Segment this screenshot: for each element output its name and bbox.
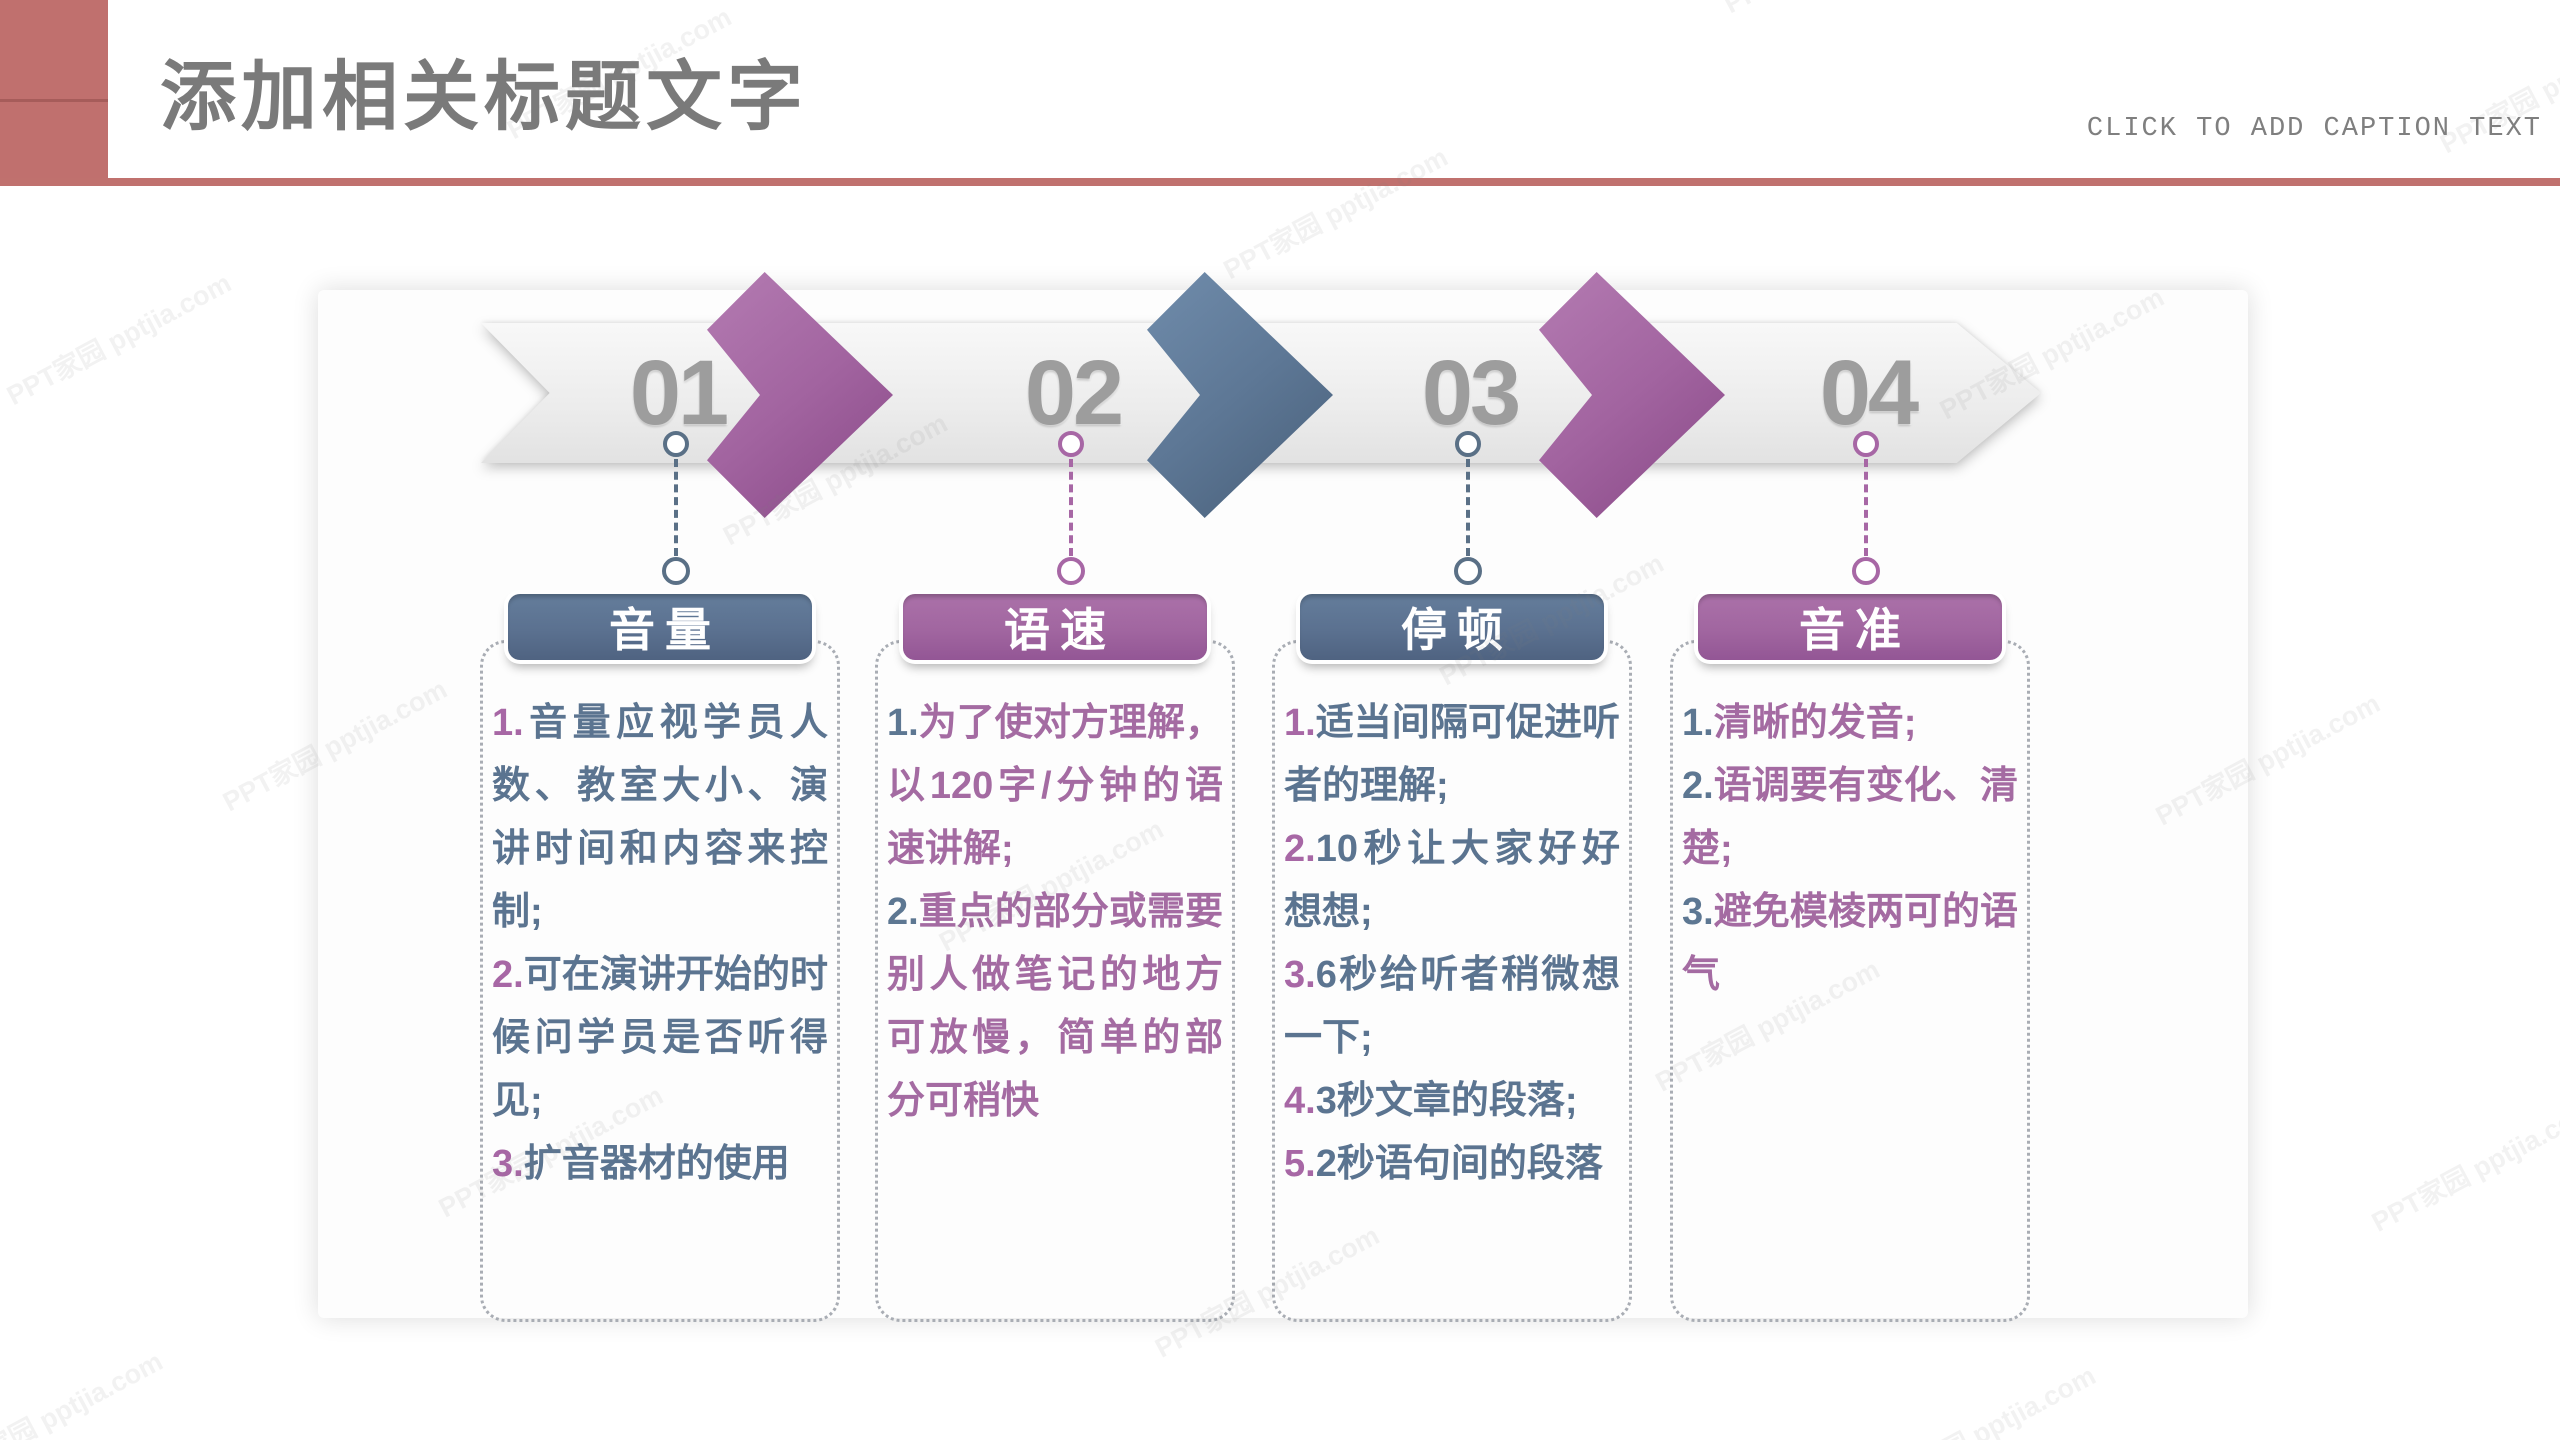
connector-dot-small [1455,431,1481,457]
connector-line [1466,459,1470,556]
card-body: 1.音量应视学员人数、教室大小、演讲时间和内容来控制; 2.可在演讲开始的时候问… [492,692,828,1196]
list-item-number: 4. [1284,1080,1316,1122]
list-item-number: 2. [887,891,919,933]
list-item-text: 语调要有变化、清楚; [1682,765,2018,870]
list-item-text: 清晰的发音; [1713,702,1917,744]
list-item-number: 3. [1682,891,1714,933]
list-item-text: 重点的部分或需要别人做笔记的地方可放慢，简单的部分可稍快 [887,891,1223,1122]
step-number-1: 01 [629,341,729,444]
card-body: 1.适当间隔可促进听者的理解; 2.10秒让大家好好想想; 3.6秒给听者稍微想… [1284,692,1620,1196]
connector-line [1069,459,1073,556]
list-item-number: 1. [1682,702,1714,744]
list-item-number: 2. [1284,828,1316,870]
card-header: 语速 [903,594,1207,660]
card-pitch: 音准 1.清晰的发音; 2.语调要有变化、清楚; 3.避免模棱两可的语气 [1670,594,2030,1324]
connector-dot-small [1853,431,1879,457]
card-pause: 停顿 1.适当间隔可促进听者的理解; 2.10秒让大家好好想想; 3.6秒给听者… [1272,594,1632,1324]
connector-dot-large [662,557,690,585]
list-item-number: 2. [492,954,524,996]
list-item: 1.音量应视学员人数、教室大小、演讲时间和内容来控制; [492,692,828,944]
list-item: 3.6秒给听者稍微想一下; [1284,944,1620,1070]
list-item: 2.重点的部分或需要别人做笔记的地方可放慢，简单的部分可稍快 [887,881,1223,1133]
list-item: 1.适当间隔可促进听者的理解; [1284,692,1620,818]
card-speed: 语速 1.为了使对方理解，以120字/分钟的语速讲解; 2.重点的部分或需要别人… [875,594,1235,1324]
list-item-number: 1. [1284,702,1316,744]
list-item-text: 为了使对方理解，以120字/分钟的语速讲解; [887,702,1223,870]
list-item-number: 3. [1284,954,1316,996]
card-header: 停顿 [1300,594,1604,660]
list-item-number: 1. [492,702,524,744]
watermark-text: PPT家园 pptjia.com [1,267,236,411]
list-item: 4.3秒文章的段落; [1284,1070,1620,1133]
list-item-text: 适当间隔可促进听者的理解; [1284,702,1620,807]
card-body: 1.清晰的发音; 2.语调要有变化、清楚; 3.避免模棱两可的语气 [1682,692,2018,1007]
connector-dot-large [1852,557,1880,585]
card-header: 音量 [508,594,812,660]
accent-rule [0,178,2560,186]
watermark-text: PPT家园 pptjia.com [2366,1093,2560,1238]
connector-dot-large [1454,557,1482,585]
accent-block-divider [0,99,108,102]
list-item-text: 避免模棱两可的语气 [1682,891,2018,996]
list-item-number: 2. [1682,765,1714,807]
step-number-4: 04 [1819,341,1919,444]
list-item: 5.2秒语句间的段落 [1284,1133,1620,1196]
list-item-text: 音量应视学员人数、教室大小、演讲时间和内容来控制; [492,702,828,933]
list-item: 2.可在演讲开始的时候问学员是否听得见; [492,944,828,1133]
list-item-number: 3. [492,1143,524,1185]
accent-corner-block [0,0,108,186]
list-item: 1.清晰的发音; [1682,692,2018,755]
list-item-number: 1. [887,702,919,744]
caption-placeholder-text: CLICK TO ADD CAPTION TEXT [2086,114,2542,144]
list-item-number: 5. [1284,1143,1316,1185]
watermark-text: PPT家园 pptjia.com [0,1345,168,1440]
connector-line [674,459,678,556]
step-number-3: 03 [1421,341,1521,444]
list-item: 3.避免模棱两可的语气 [1682,881,2018,1007]
list-item: 1.为了使对方理解，以120字/分钟的语速讲解; [887,692,1223,881]
watermark-text: PPT家园 pptjia.com [1218,141,1453,285]
connector-line [1864,459,1868,556]
list-item: 2.语调要有变化、清楚; [1682,755,2018,881]
connector-dot-large [1057,557,1085,585]
slide-title: 添加相关标题文字 [160,56,808,140]
list-item-text: 6秒给听者稍微想一下; [1284,954,1620,1059]
card-volume: 音量 1.音量应视学员人数、教室大小、演讲时间和内容来控制; 2.可在演讲开始的… [480,594,840,1324]
connector-dot-small [1058,431,1084,457]
list-item-text: 可在演讲开始的时候问学员是否听得见; [492,954,828,1122]
list-item-text: 10秒让大家好好想想; [1284,828,1620,933]
card-body: 1.为了使对方理解，以120字/分钟的语速讲解; 2.重点的部分或需要别人做笔记… [887,692,1223,1133]
watermark-text: PPT家园 pptjia.com [1715,0,1953,20]
list-item: 3.扩音器材的使用 [492,1133,828,1196]
connector-dot-small [663,431,689,457]
list-item-text: 2秒语句间的段落 [1315,1143,1603,1185]
watermark-text: PPT家园 pptjia.com [1866,1359,2101,1440]
list-item-text: 扩音器材的使用 [523,1143,790,1185]
list-item-text: 3秒文章的段落; [1315,1080,1578,1122]
list-item: 2.10秒让大家好好想想; [1284,818,1620,944]
card-header: 音准 [1698,594,2002,660]
step-number-2: 02 [1024,341,1124,444]
